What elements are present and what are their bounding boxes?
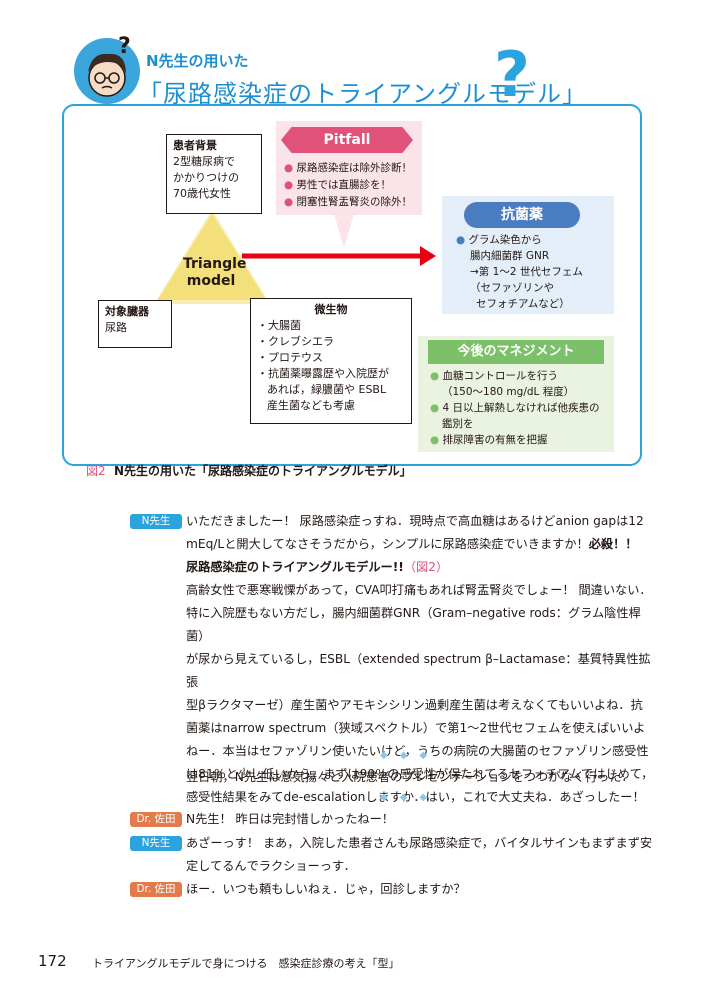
doctor-avatar-icon	[74, 38, 140, 104]
running-footer: トライアングルモデルで身につける 感染症診療の考え「型」	[92, 957, 400, 970]
triangle-label: Triangle model	[183, 256, 247, 289]
narration: 翌日朝，N先生は意気揚々と入院患者のプレゼンテーションをつつがなく行った．	[186, 770, 634, 784]
separator-diamonds-1: ◆◆◆	[380, 750, 440, 761]
dialogue-paragraph-2: N先生！ 昨日は完封惜しかったねー！	[186, 812, 394, 826]
management-title: 今後のマネジメント	[428, 340, 604, 364]
speaker-tag-dr-1: Dr. 佐田	[130, 812, 182, 827]
organ-box: 対象臓器 尿路	[98, 300, 172, 348]
speaker-tag-n-2: N先生	[130, 836, 182, 851]
question-mark-large: ?	[494, 38, 530, 111]
title-small: N先生の用いた	[146, 52, 249, 70]
figure-caption: 図2 N先生の用いた「尿路感染症のトライアングルモデル」	[86, 464, 412, 478]
pitfall-title: Pitfall	[281, 127, 413, 153]
microbe-box: 微生物 ・大腸菌 ・クレブシエラ ・プロテウス ・抗菌薬曝露歴や入院歴が あれば…	[250, 298, 412, 424]
antibiotics-title: 抗菌薬	[464, 202, 580, 228]
dialogue-paragraph-3: あざーっす！ まあ，入院した患者さんも尿路感染症で，バイタルサインもまずまず安 …	[186, 836, 653, 873]
question-mark-small: ?	[118, 34, 131, 59]
patient-box: 患者背景 2型糖尿病で かかりつけの 70歳代女性	[166, 134, 262, 214]
speaker-tag-n: N先生	[130, 514, 182, 529]
dialogue-paragraph-1: いただきましたー！ 尿路感染症っすね．現時点で高血糖はあるけどanion gap…	[186, 514, 654, 804]
pitfall-list: ● 尿路感染症は除外診断！ ● 男性では直腸診を！ ● 閉塞性腎盂腎炎の除外！	[284, 162, 413, 208]
pitfall-tail	[334, 214, 354, 248]
figure-frame	[62, 104, 642, 466]
separator-diamonds-2: ◆◆◆	[380, 792, 440, 803]
speaker-tag-dr-2: Dr. 佐田	[130, 882, 182, 897]
dialogue-paragraph-4: ほー．いつも頼もしいねぇ．じゃ，回診しますか？	[186, 882, 466, 896]
page-number: 172	[38, 952, 67, 970]
antibiotics-text: ● グラム染色から 腸内細菌群 GNR →第 1〜2 世代セフェム （セファゾリ…	[456, 234, 583, 310]
page-title: 「尿路感染症のトライアングルモデル」	[138, 80, 588, 108]
management-text: ● 血糖コントロールを行う （150〜180 mg/dL 程度） ● 4 日以上…	[430, 370, 600, 446]
triangle-diagram	[154, 210, 436, 304]
arrow-head-icon	[420, 246, 436, 266]
